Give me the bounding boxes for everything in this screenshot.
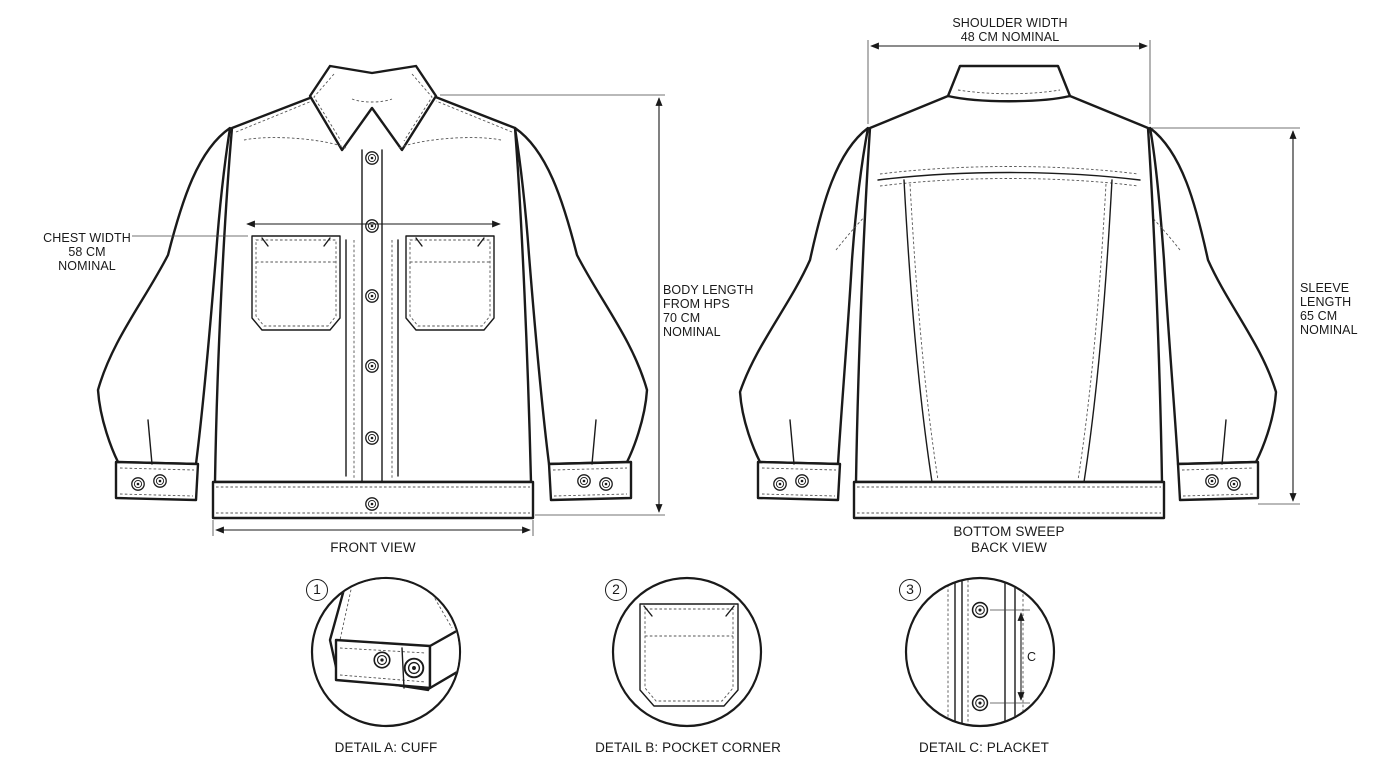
body-length-label-line: FROM HPS [663, 297, 730, 311]
back-waistband [852, 480, 1166, 520]
front-right-pocket [405, 235, 495, 331]
front-view-jacket [96, 64, 649, 520]
body-length-label-line: BODY LENGTH [663, 283, 754, 297]
back-left-sleeve [738, 126, 870, 466]
back-view-jacket [738, 64, 1278, 520]
cuff-button-icon [599, 477, 613, 491]
detail-number-badge: 3 [899, 579, 921, 601]
detail-a-cuff [310, 576, 462, 728]
detail-c-caption: DETAIL C: PLACKET [919, 740, 1049, 755]
back-view-label: BACK VIEW [971, 540, 1047, 555]
cuff-button-icon [1205, 474, 1219, 488]
front-button-icon [365, 289, 379, 303]
chest-width-label-line: 58 CM [68, 245, 106, 259]
back-body [854, 94, 1164, 484]
detail-a-caption: DETAIL A: CUFF [334, 740, 438, 755]
chest-width-label: CHEST WIDTH 58 CM NOMINAL [43, 231, 131, 273]
cuff-button-icon [773, 477, 787, 491]
sleeve-length-label-line: LENGTH [1300, 295, 1352, 309]
shoulder-width-label-line: SHOULDER WIDTH [952, 16, 1068, 30]
back-collar [946, 64, 1072, 103]
detail-b-pocket [611, 576, 763, 728]
chest-width-label-line: CHEST WIDTH [43, 231, 131, 245]
sleeve-length-label-line: SLEEVE [1300, 281, 1350, 295]
front-left-pocket [251, 235, 341, 331]
cuff-button-icon [131, 477, 145, 491]
chest-width-label-line: NOMINAL [58, 259, 116, 273]
sleeve-length-label: SLEEVE LENGTH 65 CM NOMINAL [1300, 281, 1358, 337]
cuff-button-icon [1227, 477, 1241, 491]
front-body [213, 94, 533, 484]
back-view-caption: BOTTOM SWEEP BACK VIEW [953, 524, 1064, 556]
back-yoke [877, 171, 1141, 181]
front-button-icon [365, 497, 379, 511]
detail-number-badge: 1 [306, 579, 328, 601]
cuff-button-icon [577, 474, 591, 488]
back-dimensions [867, 40, 1300, 505]
detail-number-badge: 2 [605, 579, 627, 601]
front-button-icon [365, 431, 379, 445]
body-length-label: BODY LENGTH FROM HPS 70 CM NOMINAL [663, 283, 753, 339]
sleeve-length-label-line: 65 CM [1300, 309, 1338, 323]
cuff-button-icon [153, 474, 167, 488]
front-collar [308, 64, 438, 152]
back-right-sleeve [1148, 126, 1278, 466]
front-button-icon [365, 359, 379, 373]
front-button-icon [365, 151, 379, 165]
shoulder-width-label-line: 48 CM NOMINAL [960, 30, 1060, 44]
button-spacing-label: C [1027, 650, 1037, 664]
body-length-label-line: NOMINAL [663, 325, 721, 339]
front-dimensions [132, 94, 665, 536]
detail-c-placket [904, 576, 1056, 728]
sleeve-length-label-line: NOMINAL [1300, 323, 1358, 337]
shoulder-width-label: SHOULDER WIDTH 48 CM NOMINAL [952, 16, 1067, 44]
front-button-icon [365, 219, 379, 233]
front-view-caption: FRONT VIEW [330, 540, 416, 555]
detail-b-caption: DETAIL B: POCKET CORNER [595, 740, 781, 755]
body-length-label-line: 70 CM [663, 311, 701, 325]
front-right-sleeve [513, 126, 649, 466]
front-left-sleeve [96, 126, 232, 466]
bottom-sweep-label: BOTTOM SWEEP [953, 524, 1065, 539]
cuff-button-icon [795, 474, 809, 488]
